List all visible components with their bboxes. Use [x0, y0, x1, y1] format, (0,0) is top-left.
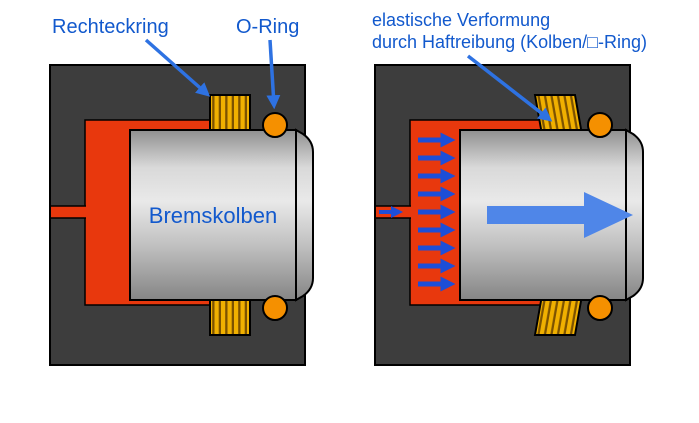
fluid-inlet-channel	[51, 206, 86, 218]
o-ring-top	[587, 112, 613, 138]
brake-piston-cap	[625, 128, 644, 302]
right-diagram	[374, 64, 644, 366]
piston-motion-arrow	[487, 192, 633, 238]
rechteckring-seal-top	[209, 94, 251, 131]
o-ring-bottom	[262, 295, 288, 321]
brake-piston-cap	[295, 128, 314, 302]
o-ring-bottom	[587, 295, 613, 321]
rechteckring-pointer-arrow	[144, 38, 211, 97]
rechteckring-label: Rechteckring	[52, 16, 169, 38]
rechteckring-seal-bottom-deformed	[533, 299, 583, 336]
o-ring-label: O-Ring	[236, 16, 299, 38]
deformation-caption-line2: durch Haftreibung (Kolben/□-Ring)	[372, 32, 647, 52]
bremskolben-label: Bremskolben	[149, 203, 277, 228]
o-ring-pointer-arrow	[266, 39, 281, 110]
inlet-channel-outline	[51, 205, 86, 219]
brake-piston-body	[129, 129, 297, 301]
deformation-pointer-arrow	[466, 54, 553, 122]
left-diagram: Bremskolben	[49, 64, 314, 366]
rechteckring-seal-bottom	[209, 299, 251, 336]
deformation-caption-line1: elastische Verformung	[372, 10, 550, 30]
o-ring-top	[262, 112, 288, 138]
